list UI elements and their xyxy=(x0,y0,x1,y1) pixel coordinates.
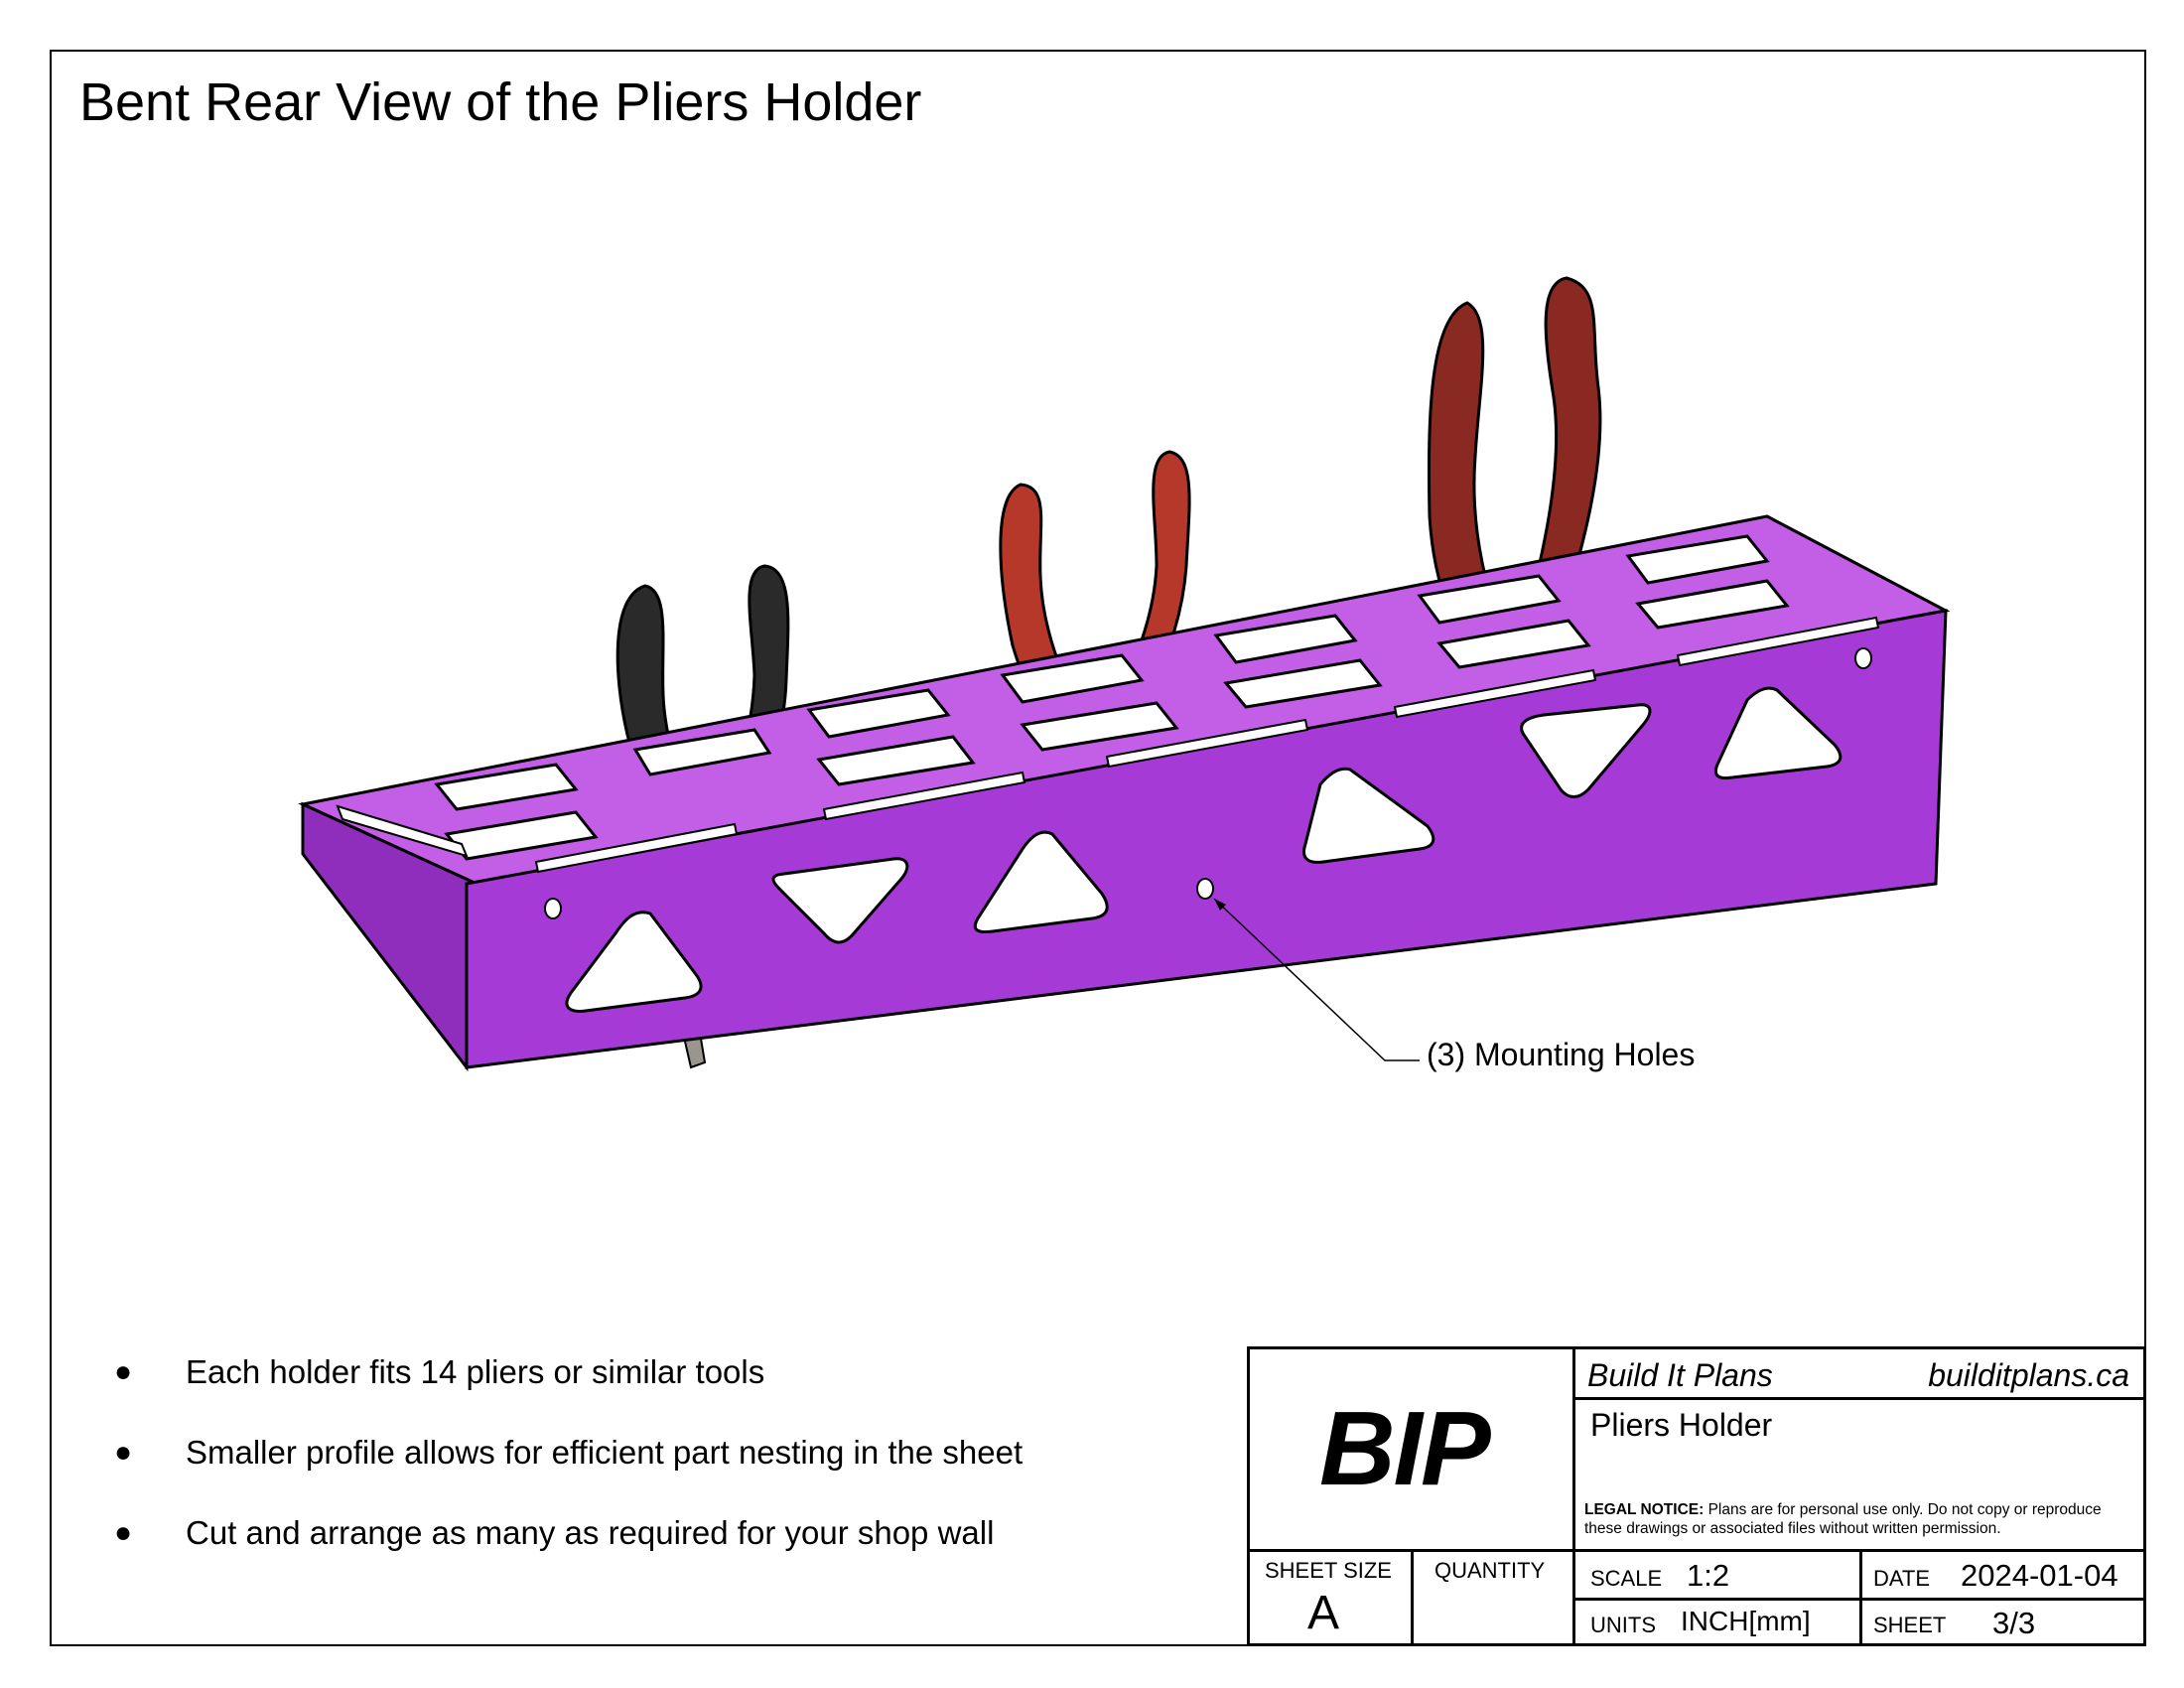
title-block: BIP Build It Plans builditplans.ca Plier… xyxy=(1247,1346,2146,1646)
bip-logo: BIP xyxy=(1319,1390,1491,1507)
scale-label: SCALE xyxy=(1590,1566,1663,1591)
units-value: INCH[mm] xyxy=(1681,1606,1811,1636)
project-name: Pliers Holder xyxy=(1590,1407,1773,1443)
scale-value: 1:2 xyxy=(1687,1558,1730,1593)
front-cutouts xyxy=(565,686,1843,1013)
date-label: DATE xyxy=(1873,1566,1931,1591)
top-slots xyxy=(434,534,1790,861)
company-name: Build It Plans xyxy=(1587,1357,1773,1393)
page-title: Bent Rear View of the Pliers Holder xyxy=(79,72,922,132)
sheet-size-value: A xyxy=(1307,1587,1340,1639)
date-value: 2024-01-04 xyxy=(1961,1558,2118,1593)
sheet-border xyxy=(50,50,2146,1646)
website: builditplans.ca xyxy=(1928,1357,2129,1393)
sheet-size-label: SHEET SIZE xyxy=(1265,1558,1392,1583)
mounting-holes xyxy=(544,647,1872,919)
sheet-label: SHEET xyxy=(1873,1613,1947,1637)
legal-notice: LEGAL NOTICE: Plans are for personal use… xyxy=(1584,1501,2102,1537)
quantity-label: QUANTITY xyxy=(1434,1558,1546,1583)
mounting-holes-callout: (3) Mounting Holes xyxy=(1427,1037,1696,1072)
units-label: UNITS xyxy=(1590,1613,1656,1637)
sheet-value: 3/3 xyxy=(1992,1606,2036,1640)
callout-leader xyxy=(1213,898,1420,1061)
bend-slots xyxy=(336,616,1880,874)
